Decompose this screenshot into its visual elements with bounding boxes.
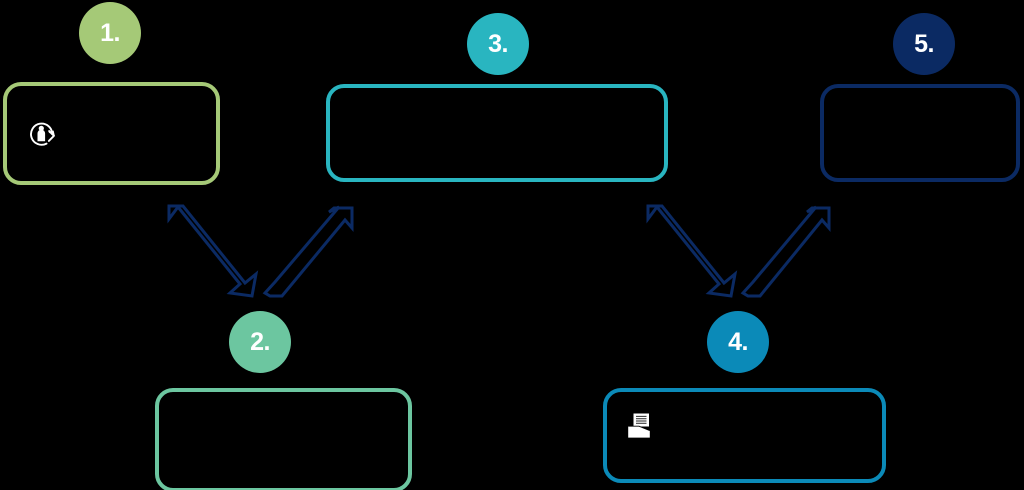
- step-number-4: 4.: [728, 327, 748, 356]
- step-number-5: 5.: [914, 29, 934, 58]
- step-badge-1[interactable]: 1.: [79, 2, 141, 64]
- arrow-step3-to-step4: [646, 204, 738, 298]
- document-tray-icon: [625, 411, 655, 441]
- arrow-step4-to-step5: [740, 205, 831, 298]
- step-badge-2[interactable]: 2.: [229, 311, 291, 373]
- step-badge-3[interactable]: 3.: [467, 13, 529, 75]
- step-box-1[interactable]: [3, 82, 220, 185]
- step-box-5[interactable]: [820, 84, 1020, 182]
- step-number-3: 3.: [488, 29, 508, 58]
- arrow-step1-to-step2: [167, 204, 259, 298]
- step-badge-5[interactable]: 5.: [893, 13, 955, 75]
- step-box-3[interactable]: [326, 84, 668, 182]
- arrow-step2-to-step3: [262, 205, 354, 298]
- person-refresh-icon: [26, 118, 58, 150]
- step-number-2: 2.: [250, 327, 270, 356]
- step-box-4[interactable]: [603, 388, 886, 483]
- step-box-2[interactable]: [155, 388, 412, 490]
- step-badge-4[interactable]: 4.: [707, 311, 769, 373]
- step-number-1: 1.: [100, 18, 120, 47]
